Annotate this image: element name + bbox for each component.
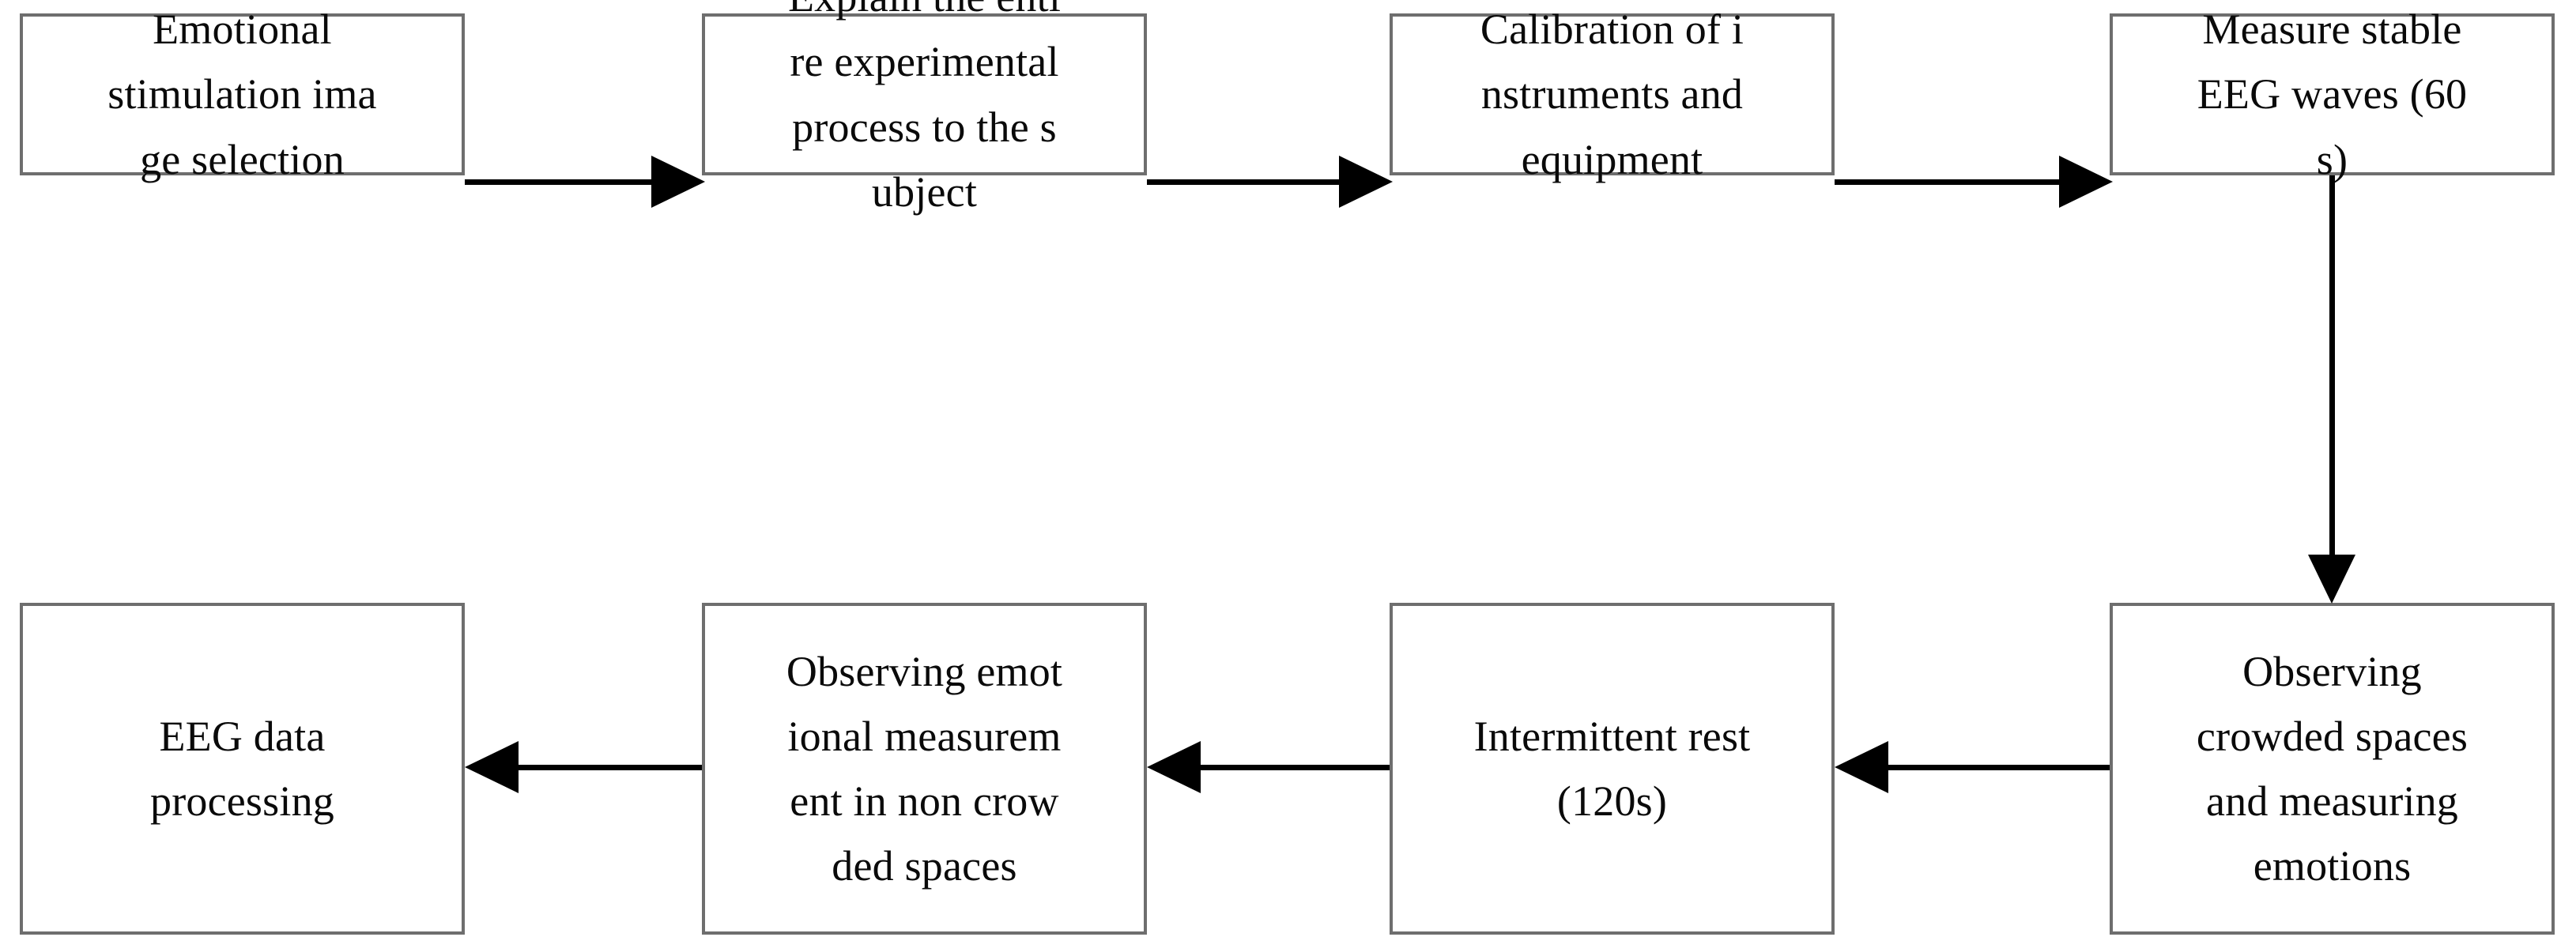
edge-line	[465, 179, 661, 185]
edge-line	[2329, 175, 2335, 561]
arrow-left-icon	[1147, 741, 1201, 793]
node-label: Intermittent rest (120s)	[1473, 712, 1751, 825]
node-emotional-stimulation-image-selection[interactable]: Emotional stimulation ima ge selection	[20, 6, 465, 183]
edge-line	[1885, 765, 2110, 770]
node-label: Observing crowded spaces and measuring e…	[2196, 647, 2469, 890]
arrow-left-icon	[465, 741, 519, 793]
edge-line	[515, 765, 702, 770]
node-label: Observing emot ional measurem ent in non…	[786, 647, 1063, 890]
node-observing-non-crowded-spaces[interactable]: Observing emot ional measurem ent in non…	[702, 603, 1147, 935]
arrow-right-icon	[651, 156, 705, 208]
node-label: Emotional stimulation ima ge selection	[107, 6, 377, 183]
arrow-right-icon	[1339, 156, 1393, 208]
node-label: EEG data processing	[150, 712, 334, 825]
node-eeg-data-processing[interactable]: EEG data processing	[20, 603, 465, 935]
edge-line	[1197, 765, 1390, 770]
arrow-right-icon	[2059, 156, 2113, 208]
node-intermittent-rest[interactable]: Intermittent rest (120s)	[1390, 603, 1835, 935]
edge-line	[1835, 179, 2069, 185]
arrow-left-icon	[1835, 741, 1888, 793]
node-calibration-of-instruments[interactable]: Calibration of i nstruments and equipmen…	[1390, 6, 1835, 183]
node-label: Measure stable EEG waves (60 s)	[2197, 6, 2468, 183]
arrow-down-icon	[2308, 555, 2355, 604]
node-measure-stable-eeg-waves[interactable]: Measure stable EEG waves (60 s)	[2110, 6, 2555, 183]
edge-line	[1147, 179, 1348, 185]
node-observing-crowded-spaces[interactable]: Observing crowded spaces and measuring e…	[2110, 603, 2555, 935]
node-label: Calibration of i nstruments and equipmen…	[1480, 6, 1744, 183]
